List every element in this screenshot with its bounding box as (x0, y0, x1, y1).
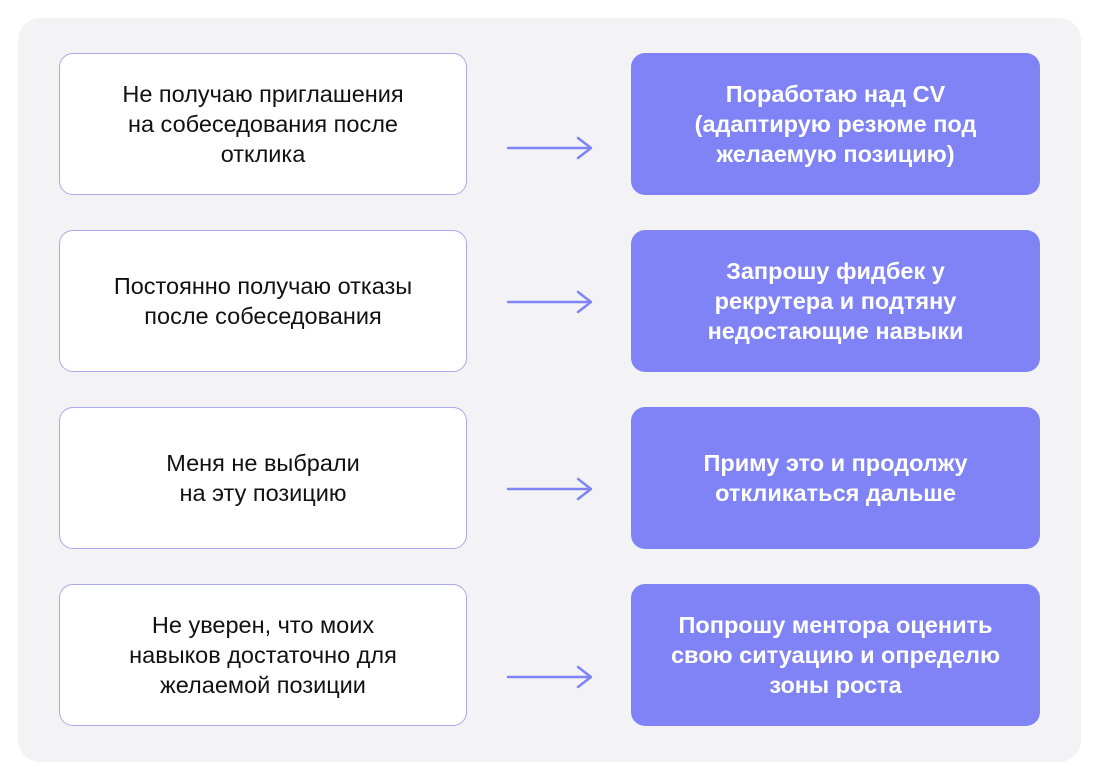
arrow-right-icon (506, 665, 593, 689)
solution-text-2: Запрошу фидбек у рекрутера и подтяну нед… (707, 258, 964, 344)
problem-box-1: Не получаю приглашения на собеседования … (59, 53, 467, 195)
arrow-right-icon (506, 290, 593, 314)
solution-box-3: Приму это и продолжу откликаться дальше (631, 407, 1040, 549)
problem-box-3: Меня не выбрали на эту позицию (59, 407, 467, 549)
problem-text-2: Постоянно получаю отказы после собеседов… (113, 273, 413, 329)
arrow-right-icon (506, 477, 593, 501)
problem-text-4: Не уверен, что моих навыков достаточно д… (129, 612, 397, 698)
diagram-row-2: Постоянно получаю отказы после собеседов… (18, 230, 1081, 372)
arrow-right-icon (506, 136, 593, 160)
diagram-row-4: Не уверен, что моих навыков достаточно д… (18, 584, 1081, 726)
diagram-row-1: Не получаю приглашения на собеседования … (18, 53, 1081, 195)
problem-text-3: Меня не выбрали на эту позицию (166, 450, 360, 506)
problem-box-4: Не уверен, что моих навыков достаточно д… (59, 584, 467, 726)
solution-text-3: Приму это и продолжу откликаться дальше (703, 450, 968, 506)
solution-box-2: Запрошу фидбек у рекрутера и подтяну нед… (631, 230, 1040, 372)
problem-text-1: Не получаю приглашения на собеседования … (122, 81, 404, 167)
solution-text-1: Поработаю над CV (адаптирую резюме под ж… (694, 81, 977, 167)
diagram-panel: Не получаю приглашения на собеседования … (18, 18, 1081, 762)
solution-text-4: Попрошу ментора оценить свою ситуацию и … (670, 612, 1001, 698)
diagram-row-3: Меня не выбрали на эту позицию Приму это… (18, 407, 1081, 549)
problem-box-2: Постоянно получаю отказы после собеседов… (59, 230, 467, 372)
solution-box-4: Попрошу ментора оценить свою ситуацию и … (631, 584, 1040, 726)
solution-box-1: Поработаю над CV (адаптирую резюме под ж… (631, 53, 1040, 195)
